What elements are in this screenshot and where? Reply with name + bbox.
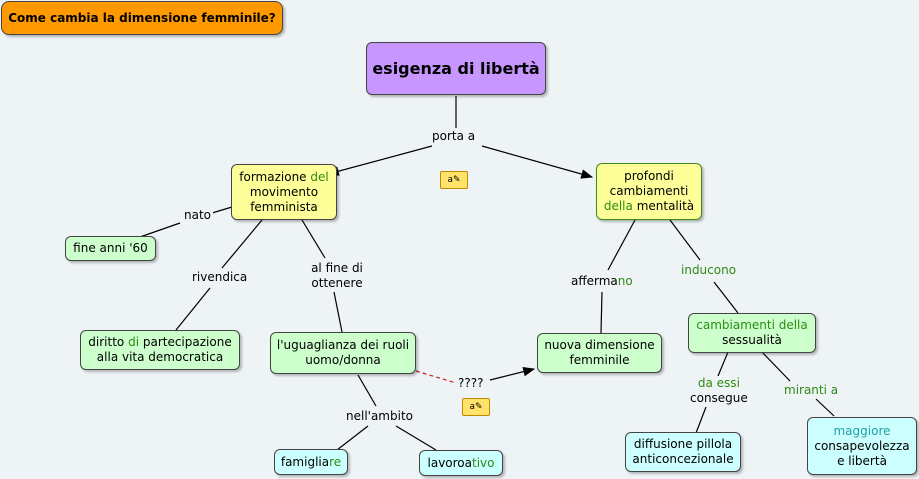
node-lavoro[interactable]: lavoroativo (419, 450, 503, 476)
title-box: Come cambia la dimensione femminile? (1, 1, 283, 35)
label-nell-ambito: nell'ambito (344, 409, 415, 424)
label-affermano: affermano (569, 274, 635, 289)
node-movimento[interactable]: formazione del movimento femminista (231, 164, 337, 220)
label-da-essi-consegue: da essi consegue (688, 376, 750, 406)
node-consapevolezza[interactable]: maggiore consapevolezza e libertà (807, 417, 917, 475)
node-fine-anni[interactable]: fine anni '60 (65, 236, 156, 261)
root-text: esigenza di libertà (372, 59, 540, 78)
node-uguaglianza[interactable]: l'uguaglianza dei ruoli uomo/donna (270, 332, 416, 374)
node-mentalita[interactable]: profondi cambiamenti della mentalità (596, 163, 702, 220)
label-nato: nato (182, 208, 214, 223)
label-al-fine: al fine di ottenere (306, 261, 368, 291)
label-inducono: inducono (679, 263, 739, 278)
label-question: ???? (456, 376, 486, 391)
node-famiglia[interactable]: famigliare (274, 449, 348, 475)
node-sessualita[interactable]: cambiamenti della sessualità (688, 313, 816, 353)
label-miranti-a: miranti a (782, 383, 841, 398)
node-nuova-dimensione[interactable]: nuova dimensione femminile (537, 333, 662, 373)
node-diritto[interactable]: diritto di partecipazione alla vita demo… (80, 330, 240, 370)
root-node[interactable]: esigenza di libertà (366, 42, 546, 95)
label-rivendica: rivendica (190, 270, 250, 285)
note-icon[interactable]: a✎ (440, 171, 468, 189)
title-text: Come cambia la dimensione femminile? (8, 10, 276, 25)
note-icon[interactable]: a✎ (462, 398, 490, 416)
label-porta-a: porta a (430, 129, 478, 144)
node-pillola[interactable]: diffusione pillola anticoncezionale (625, 432, 741, 472)
